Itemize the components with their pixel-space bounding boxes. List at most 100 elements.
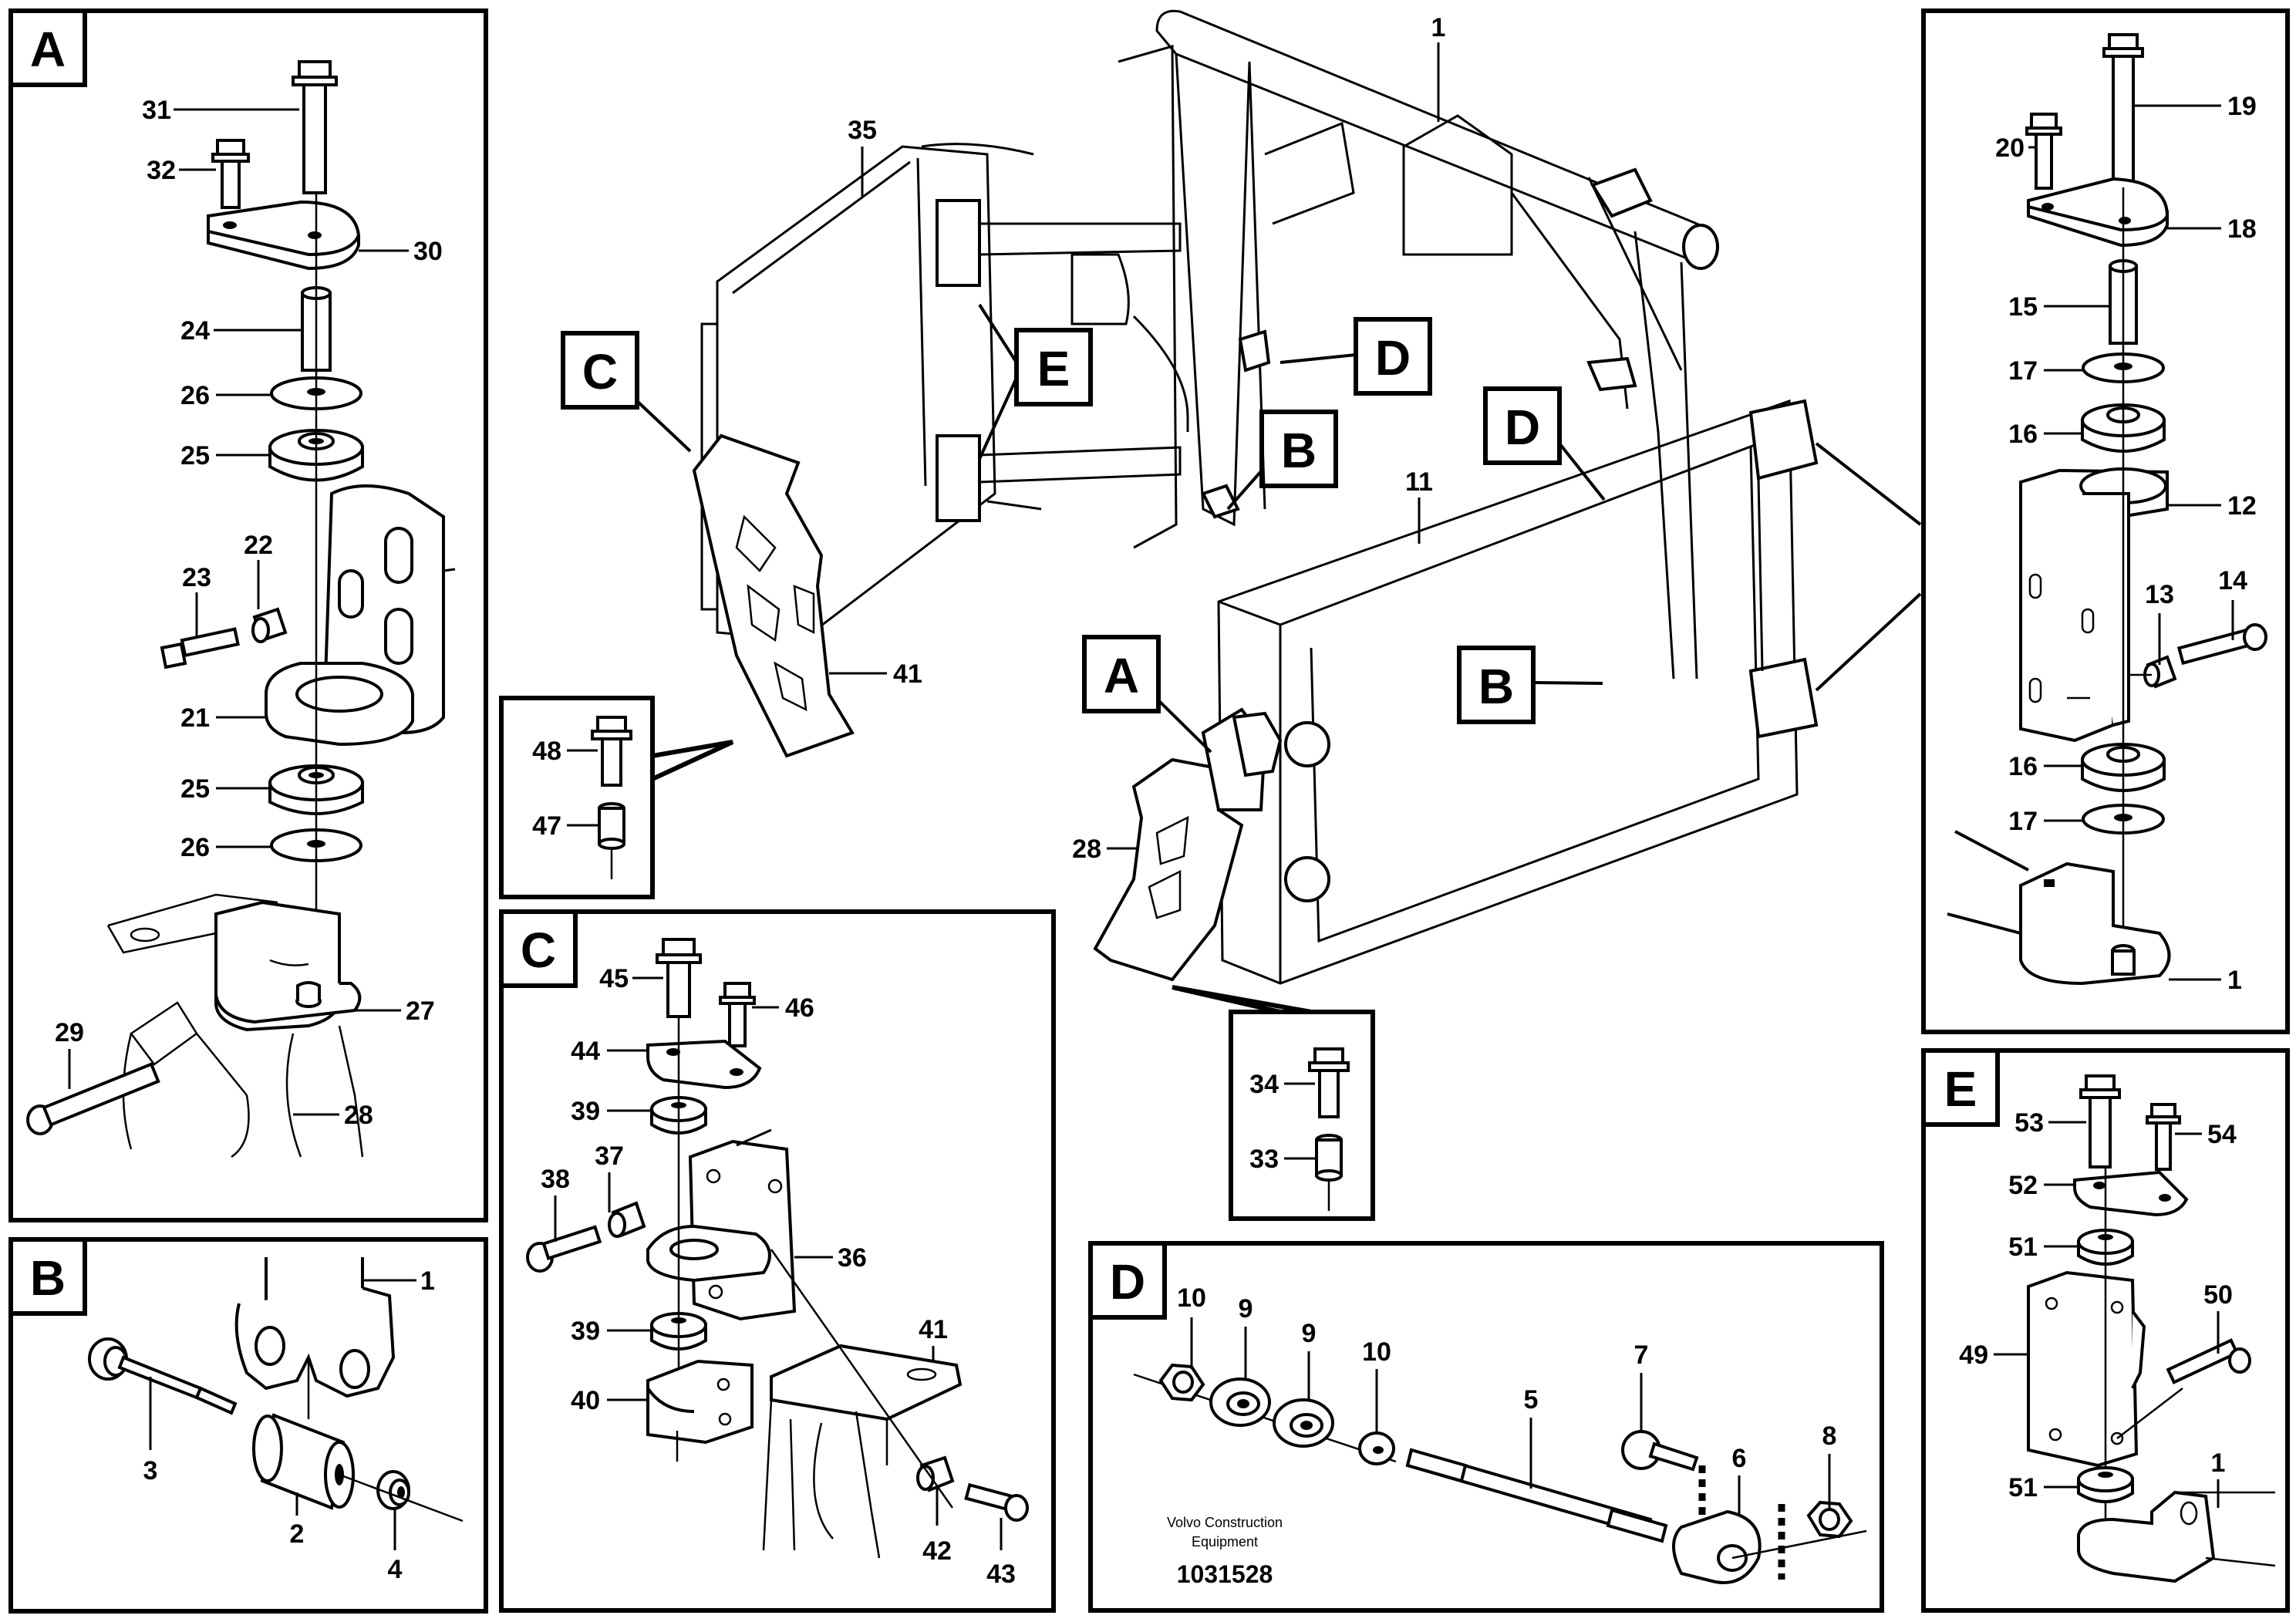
bushing-r-13 [2143, 655, 2177, 689]
callout-c-39: 39 [571, 1097, 600, 1126]
callout-24: 24 [180, 316, 210, 346]
callout-box-b-mid: B [1457, 646, 1603, 724]
main-assembly: 48 47 34 33 C E D B D [499, 9, 1922, 1221]
callout-c-43: 43 [986, 1560, 1016, 1589]
callout-r-16b: 16 [2008, 752, 2038, 781]
callout-b-2: 2 [290, 1519, 305, 1549]
plate-30 [207, 200, 361, 271]
inset-bolt-34: 34 33 [1172, 985, 1375, 1221]
callout-47: 47 [532, 811, 561, 841]
callout-r-17: 17 [2008, 356, 2038, 386]
callout-main-1: 1 [1431, 13, 1446, 42]
bracket-c-36 [646, 1128, 797, 1321]
callout-main-35: 35 [848, 116, 877, 145]
panel-c-title: C [521, 922, 556, 978]
leaders-e [1994, 1121, 2220, 1508]
callout-d-5: 5 [1524, 1385, 1539, 1415]
callout-box-e: E [978, 303, 1093, 460]
bushing-22 [251, 607, 288, 643]
rubber-e-51-bottom [2077, 1466, 2134, 1503]
leaders-d [1190, 1317, 1831, 1516]
bolt-c-38 [526, 1225, 602, 1273]
leaders-b [149, 1279, 416, 1550]
callout-b-4: 4 [388, 1555, 403, 1584]
callout-r-16: 16 [2008, 420, 2038, 449]
panel-c: C [499, 909, 1056, 1613]
callout-r-14: 14 [2218, 566, 2247, 595]
bolt-b-3 [88, 1337, 238, 1415]
callout-e-52: 52 [2008, 1171, 2038, 1200]
callout-25b: 25 [180, 774, 210, 804]
callout-box-d-mid: D [1483, 386, 1606, 501]
callout-box-c: C [561, 331, 692, 453]
callout-22: 22 [244, 531, 273, 560]
labels-b: 1 3 2 4 [143, 1266, 435, 1584]
plate-c-44 [646, 1039, 762, 1090]
callout-c-37: 37 [595, 1141, 624, 1171]
plate-r-18 [2027, 177, 2170, 248]
washer-d-9b [1273, 1398, 1334, 1448]
svg-text:A: A [1104, 648, 1139, 703]
bracket-d-6 [1672, 1465, 1785, 1584]
callout-r-1: 1 [2227, 966, 2242, 995]
cooler-35 [700, 143, 1042, 642]
nut-d-8 [1806, 1500, 1853, 1539]
callout-r-19: 19 [2227, 92, 2257, 121]
callout-e-50: 50 [2203, 1280, 2233, 1310]
bolt-23 [160, 627, 240, 669]
callout-27: 27 [406, 996, 435, 1026]
bracket-21 [265, 484, 456, 747]
leaders-r [2028, 104, 2234, 981]
callout-e-54: 54 [2207, 1120, 2237, 1149]
bolt-r-14 [2176, 623, 2267, 666]
bolt-r-20 [2025, 113, 2062, 190]
bushing-b-2 [252, 1413, 355, 1510]
panel-right-mount: 19 20 18 15 17 16 12 13 14 16 17 1 [1921, 8, 2290, 1034]
cooler-11 [1217, 399, 1819, 985]
panel-a: A [8, 8, 488, 1222]
bolt-29 [26, 1062, 160, 1135]
leaders-c [554, 976, 1003, 1550]
washer-d-10b [1358, 1431, 1395, 1465]
labels-e: 53 54 52 51 50 49 51 1 [1959, 1108, 2237, 1502]
inset-bolt-48: 48 47 [499, 696, 734, 899]
bracket-e-1 [2077, 1490, 2276, 1583]
bolt-e-54 [2146, 1103, 2181, 1171]
labels-d: 10 9 9 10 5 7 6 8 [1177, 1283, 1836, 1473]
callout-r-20: 20 [1995, 133, 2025, 163]
callout-c-39b: 39 [571, 1317, 600, 1346]
callout-e-51b: 51 [2008, 1473, 2038, 1502]
panel-d: D [1088, 1241, 1884, 1613]
washer-d-9a [1209, 1378, 1271, 1427]
callout-e-53: 53 [2014, 1108, 2044, 1138]
callout-c-41: 41 [919, 1315, 948, 1344]
labels-main: 1 35 11 41 28 [848, 13, 1445, 864]
plate-e-52 [2073, 1170, 2189, 1217]
callout-box-a: A [1082, 635, 1212, 754]
callout-48: 48 [532, 737, 561, 766]
bolt-e-50 [2166, 1338, 2251, 1384]
pointer-to-right-panel [1815, 442, 1922, 692]
callout-box-d-top: D [1279, 317, 1432, 396]
callout-c-42: 42 [922, 1536, 952, 1566]
callout-c-36: 36 [838, 1243, 867, 1273]
panel-b: B 1 3 2 4 [8, 1237, 488, 1614]
callout-d-10a: 10 [1177, 1283, 1206, 1313]
callout-r-18: 18 [2227, 214, 2257, 244]
bolt-c-46 [719, 982, 756, 1047]
callout-c-40: 40 [571, 1386, 600, 1415]
svg-text:C: C [582, 344, 618, 400]
bolt-c-45 [656, 938, 702, 1018]
callout-29: 29 [55, 1018, 84, 1047]
bolt-d-7 [1621, 1430, 1699, 1472]
callout-23: 23 [182, 563, 211, 592]
callout-e-49: 49 [1959, 1340, 1988, 1370]
callout-e-51: 51 [2008, 1233, 2038, 1262]
labels-r: 19 20 18 15 17 16 12 13 14 16 17 1 [1995, 92, 2257, 995]
callout-b-1: 1 [420, 1266, 435, 1296]
callout-r-15: 15 [2008, 292, 2038, 322]
bushing-c-37 [608, 1201, 646, 1238]
nut-b-4 [376, 1470, 410, 1510]
publisher-block: Volvo Construction Equipment 1031528 [1167, 1515, 1283, 1588]
callout-d-6: 6 [1732, 1444, 1747, 1473]
